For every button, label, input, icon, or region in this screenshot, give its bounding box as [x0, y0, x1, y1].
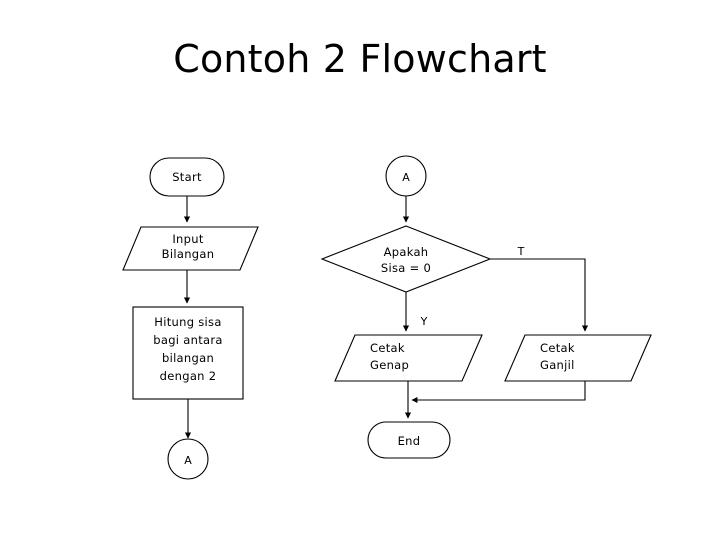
node-decision-label-line2: Sisa = 0 — [381, 261, 431, 275]
node-process-label-line3: bilangan — [162, 351, 214, 365]
connector-print-odd-to-end — [411, 381, 586, 404]
node-connector-a-out-label: A — [184, 454, 192, 467]
node-print-odd[interactable] — [504, 334, 652, 382]
node-print-even-label-line1: Cetak — [370, 341, 405, 355]
node-print-even-label-line2: Genap — [370, 358, 409, 372]
node-decision-label-line1: Apakah — [384, 245, 429, 259]
node-end[interactable] — [367, 421, 451, 459]
node-print-even[interactable] — [334, 334, 483, 382]
branch-label-yes: Y — [420, 315, 428, 328]
node-connector-a-in-label: A — [402, 171, 410, 184]
node-input-label-line1: Input — [172, 232, 203, 246]
node-process-label-line2: bagi antara — [153, 333, 222, 347]
node-end-label: End — [398, 434, 421, 448]
node-input[interactable] — [122, 226, 259, 271]
node-print-odd-label-line1: Cetak — [540, 341, 575, 355]
node-connector-a-out[interactable] — [167, 438, 209, 480]
node-input-label-line2: Bilangan — [162, 247, 215, 261]
node-print-odd-label-line2: Ganjil — [540, 358, 575, 372]
connector-decision-no — [490, 258, 589, 332]
node-process-label-line4: dengan 2 — [160, 369, 217, 383]
page-title: Contoh 2 Flowchart — [173, 37, 547, 81]
node-start-label: Start — [172, 170, 202, 184]
branch-label-no: T — [517, 245, 525, 258]
node-process-label-line1: Hitung sisa — [154, 315, 221, 329]
node-decision[interactable] — [320, 225, 492, 293]
node-process[interactable] — [132, 306, 244, 400]
